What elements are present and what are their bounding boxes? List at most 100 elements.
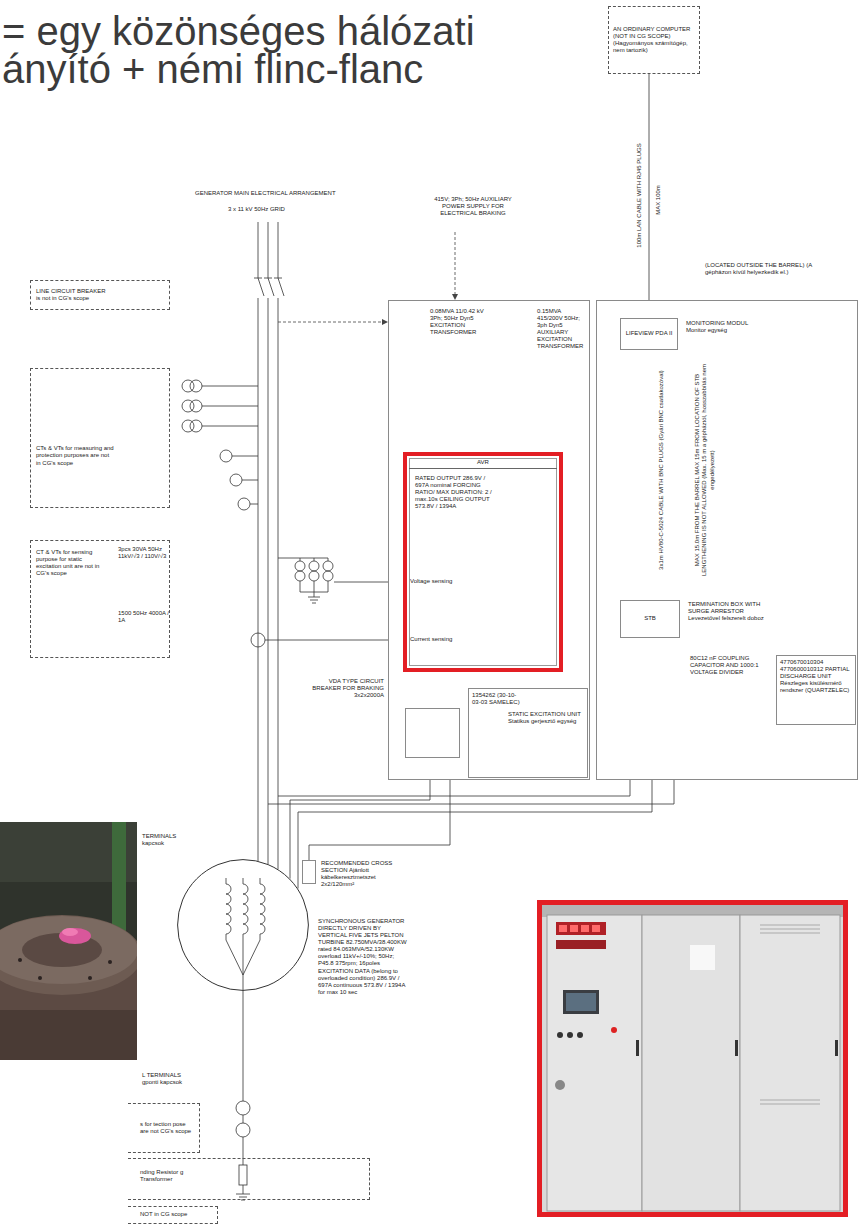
scope-note-box: NOT in CG scope <box>128 1206 218 1224</box>
cable-label: MAX 100m <box>655 170 663 230</box>
grid-bus <box>254 278 282 279</box>
scope-note: CT & VTs for sensing purpose for static … <box>36 549 107 577</box>
avr-rating: RATED OUTPUT 286.9V / 697A nominal FORCI… <box>415 475 499 510</box>
neutral-earthing <box>239 1165 247 1185</box>
generator-photo <box>0 916 137 984</box>
supply-label: 415V; 3Ph; 50Hz AUXILIARY POWER SUPPLY F… <box>430 196 516 217</box>
generator-winding <box>243 878 248 940</box>
generator-outline <box>178 860 309 991</box>
scope-note: CTs & VTs for measuring and protection p… <box>36 445 114 466</box>
sensing-transformer-symbol <box>265 640 403 641</box>
braking-supply-line <box>455 232 456 294</box>
generator-photo <box>0 915 137 995</box>
connector-wire <box>309 780 450 860</box>
scope-note-box: s for tection pose are not CG's scope <box>128 1103 200 1153</box>
neutral-earthing <box>236 1101 250 1115</box>
cabinet-photo <box>636 1040 639 1056</box>
measuring-transformer-symbol <box>238 498 250 510</box>
cabinet-photo <box>540 903 846 1215</box>
rating-label: 3pcs 30VA 50Hz 11kV/√3 / 110V/√3 <box>118 546 170 560</box>
cabinet-photo <box>570 925 578 932</box>
grid-bus <box>254 222 284 869</box>
generator-winding <box>226 878 265 975</box>
sensing-transformer-symbol <box>309 571 319 581</box>
signal-name: Current sensing <box>410 636 480 643</box>
avr-box: AVR RATED OUTPUT 286.9V / 697A nominal FO… <box>403 452 563 672</box>
grid-bus <box>258 222 284 869</box>
cabinet-photo <box>547 915 642 1211</box>
transformer-rating: 0.08MVA 11/0.42 kV 3Ph; 50Hz Dyn5 EXCITA… <box>430 308 486 336</box>
measuring-transformer-symbol <box>232 456 258 504</box>
termination-box: STBTERMINATION BOX WITH SURGE ARRESTOR L… <box>620 600 680 638</box>
cabinet-photo <box>690 945 715 970</box>
measuring-transformer-symbol <box>190 420 202 432</box>
scope-note: nding Resistor g Transformer <box>140 1169 196 1183</box>
partial-discharge-box: 4770670010304 4770600010312 PARTIAL DISC… <box>776 655 856 725</box>
monitoring-box: 3x1m HV80-C-5024 CABLE WITH BNC PLUGS (G… <box>596 300 858 780</box>
cabinet-photo <box>555 1080 565 1090</box>
transformer-rating: 0.15MVA 415/200V 50Hz; 3ph Dyn5 AUXILIAR… <box>537 308 587 350</box>
terminal-label: L TERMINALS gponti kapcsok <box>142 1072 190 1086</box>
generator-photo <box>108 960 112 964</box>
cabinet-photo <box>559 925 567 932</box>
generator-outline <box>177 859 309 991</box>
generator-photo <box>59 928 91 944</box>
sensing-transformer-symbol <box>278 558 328 561</box>
generator-circle: SYNCHRONOUS GENERATOR DIRECTLY DRIVEN BY… <box>177 859 309 991</box>
cable-note: RECOMMENDED CROSS SECTION Ajánlott kábel… <box>321 860 403 888</box>
neutral-earthing <box>243 975 244 1194</box>
neutral-earthing <box>236 1123 250 1137</box>
unit-label-box: 1354262 (30-10-03-03 SAMELEC) STATIC EXCI… <box>468 688 588 778</box>
cabinet-photo <box>563 990 599 1014</box>
device-name: 4770670010304 4770600010312 PARTIAL DISC… <box>780 659 852 694</box>
sensing-transformer-symbol <box>309 561 319 571</box>
scope-note: LINE CIRCUIT BREAKER is not in CG's scop… <box>36 288 109 302</box>
generator-photo <box>0 1010 137 1060</box>
measuring-transformer-symbol <box>220 450 232 462</box>
terminal-label: TERMINALS kapcsok <box>142 833 176 847</box>
location-note: (LOCATED OUTSIDE THE BARREL) (A gépházon… <box>705 262 817 276</box>
cabinet-photo <box>735 1040 738 1056</box>
breaker-box: VDA TYPE CIRCUIT BREAKER FOR BRAKING 3x2… <box>405 708 460 758</box>
sensing-transformer-symbol <box>323 561 333 571</box>
measuring-transformer-symbol <box>190 380 202 392</box>
avr-heading: AVR <box>409 456 557 469</box>
cabinet-photo <box>566 993 596 1011</box>
cabinet-photo <box>540 903 846 1215</box>
generator-winding <box>260 878 265 940</box>
sensing-transformer-symbol <box>295 571 305 581</box>
generator-winding <box>226 940 260 975</box>
breaker-label: VDA TYPE CIRCUIT BREAKER FOR BRAKING 3x2… <box>300 678 384 699</box>
sensing-transformer-symbol <box>323 571 333 581</box>
generator-photo <box>38 976 42 980</box>
sensing-transformer-symbol <box>251 558 403 647</box>
scope-note-box: nding Resistor g Transformer <box>128 1158 370 1200</box>
scope-note-box: CTs & VTs for measuring and protection p… <box>30 368 170 508</box>
scope-note: NOT in CG scope <box>140 1211 214 1218</box>
computer-label: AN ORDINARY COMPUTER (NOT IN CG SCOPE) (… <box>613 26 695 54</box>
cabinet-photo <box>740 915 840 1211</box>
cabinet-photo <box>577 1032 583 1038</box>
connector-wire <box>649 74 650 318</box>
cabinet-photo <box>611 1027 617 1033</box>
measuring-transformer-symbol <box>182 380 258 510</box>
device-caption: 80C12 nF COUPLING CAPACITOR AND 1000:1 V… <box>690 655 770 676</box>
cable-note: 3x1m HV80-C-5024 CABLE WITH BNC PLUGS (G… <box>653 370 671 570</box>
rating-label: 1500 50Hz 4000A / 1A <box>118 610 170 624</box>
generator-winding <box>226 878 231 940</box>
generator-photo <box>62 928 78 936</box>
scope-note-box: AN ORDINARY COMPUTER (NOT IN CG SCOPE) (… <box>608 6 700 74</box>
generator-photo <box>88 976 92 980</box>
unit-name: STATIC EXCITATION UNIT Statikus gerjeszt… <box>508 711 584 725</box>
part-number: 1354262 (30-10-03-03 SAMELEC) <box>472 692 520 706</box>
device-name: STB <box>623 615 677 622</box>
signal-name: Voltage sensing <box>410 578 480 585</box>
scope-note-box: LINE CIRCUIT BREAKER is not in CG's scop… <box>30 280 170 310</box>
rotor-terminal-box: RECOMMENDED CROSS SECTION Ajánlott kábel… <box>302 860 316 884</box>
generator-photo <box>18 958 22 962</box>
cabinet-photo <box>581 925 589 932</box>
monitor-device-box: LIFEVIEW PDA IIMONITORING MODUL Monitor … <box>620 318 678 350</box>
supply-label: 3 x 11 kV 50Hz GRID <box>228 206 323 213</box>
scope-note: s for tection pose are not CG's scope <box>140 1121 196 1135</box>
